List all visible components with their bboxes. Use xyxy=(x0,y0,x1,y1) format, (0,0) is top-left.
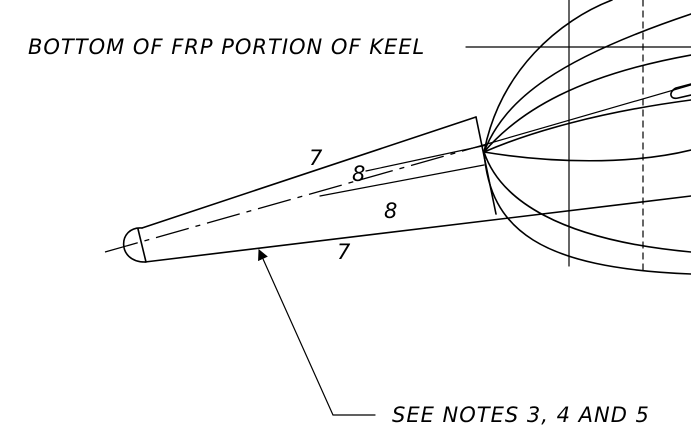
keel-lower-edge xyxy=(144,195,691,263)
dimension-lower-inner: 8 xyxy=(384,199,398,223)
dimension-upper-outer: 7 xyxy=(309,146,323,170)
hull-outer-curve xyxy=(483,0,613,153)
keel-upper-edge xyxy=(141,116,477,229)
keel-centerline xyxy=(104,143,488,253)
hull-curve-e xyxy=(483,151,691,253)
see-notes-label: SEE NOTES 3, 4 AND 5 xyxy=(392,403,650,427)
keel-outline xyxy=(122,116,691,263)
inner-laminate-line-lower xyxy=(319,164,485,197)
dimension-upper-inner: 8 xyxy=(352,162,366,186)
notes-leader-line xyxy=(258,249,376,416)
hull-cutout-slot xyxy=(670,83,691,100)
keel-bulb-tip xyxy=(122,227,146,263)
frp-bottom-label: BOTTOM OF FRP PORTION OF KEEL xyxy=(28,35,425,59)
hull-curve-c xyxy=(483,99,691,153)
inner-laminate-line-upper xyxy=(365,144,488,172)
hull-body-lines xyxy=(483,0,691,275)
hull-curve-a xyxy=(483,13,691,153)
hull-curve-d xyxy=(483,149,691,162)
hull-lower-curve xyxy=(483,151,691,275)
hull-curve-b xyxy=(483,54,691,153)
keel-centerline-solid-end xyxy=(486,84,691,145)
keel-tip-cap-line xyxy=(137,228,147,263)
dimension-lower-outer: 7 xyxy=(337,240,351,264)
